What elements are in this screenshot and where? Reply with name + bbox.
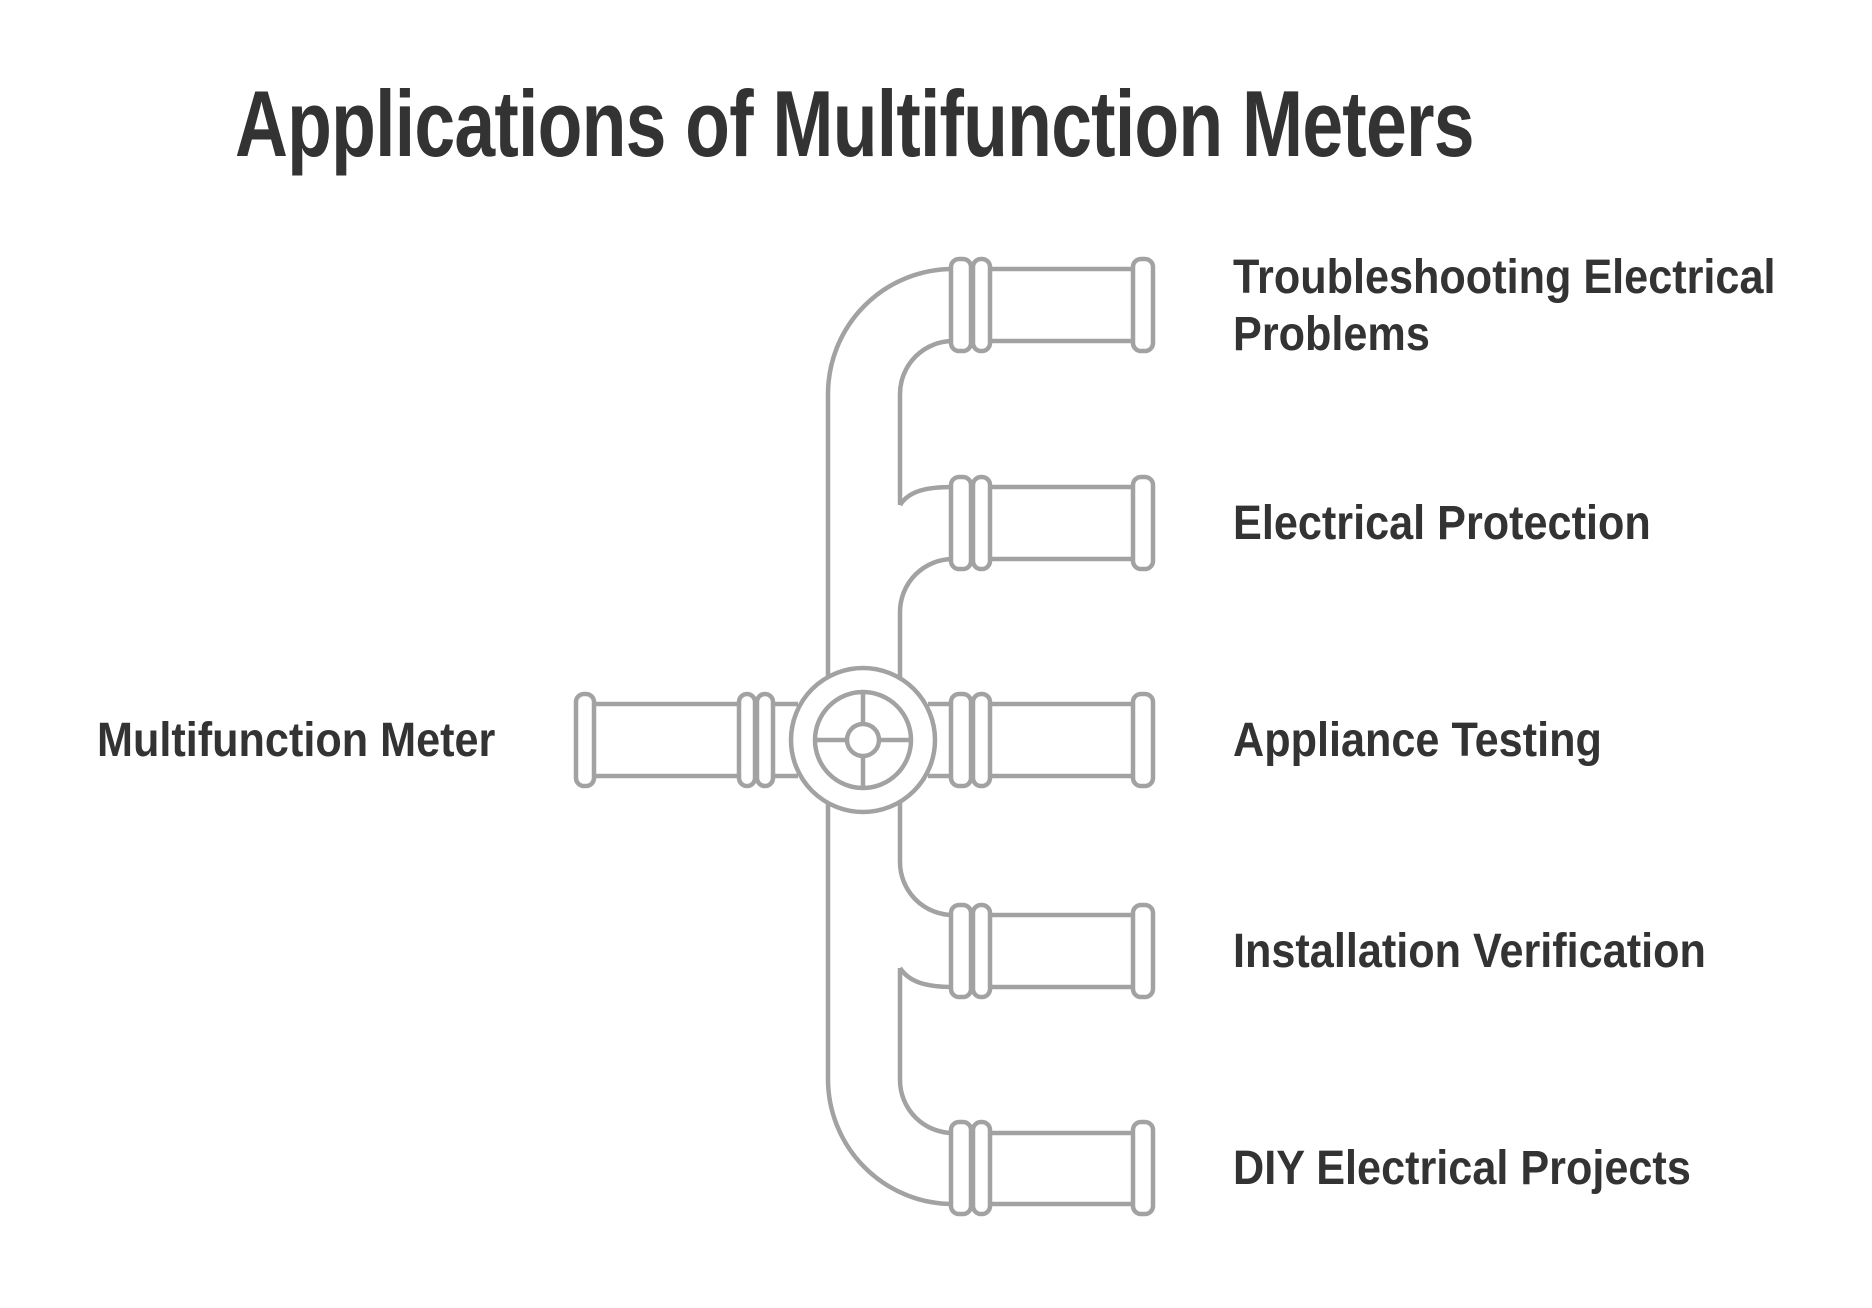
valve-icon [788, 665, 938, 815]
branch-pipe-5 [825, 1078, 1140, 1207]
branch-end-caps [1130, 256, 1156, 1217]
branch-couplings [948, 256, 993, 1217]
branch-pipe-2 [897, 484, 1140, 613]
left-end-cap [573, 691, 597, 789]
branch-pipe-4 [897, 861, 1140, 990]
label-multifunction-meter: Multifunction Meter [97, 714, 496, 767]
label-appliance-testing: Appliance Testing [1233, 714, 1602, 767]
label-electrical-protection: Electrical Protection [1233, 497, 1651, 550]
label-troubleshooting-electrical-problems: Troubleshooting Electrical Problems [1233, 251, 1776, 361]
label-diy-electrical-projects: DIY Electrical Projects [1233, 1142, 1691, 1195]
label-installation-verification: Installation Verification [1233, 925, 1706, 978]
page-title: Applications of Multifunction Meters [235, 71, 1474, 176]
branch-pipe-1 [825, 266, 1140, 395]
left-coupling [736, 691, 776, 789]
